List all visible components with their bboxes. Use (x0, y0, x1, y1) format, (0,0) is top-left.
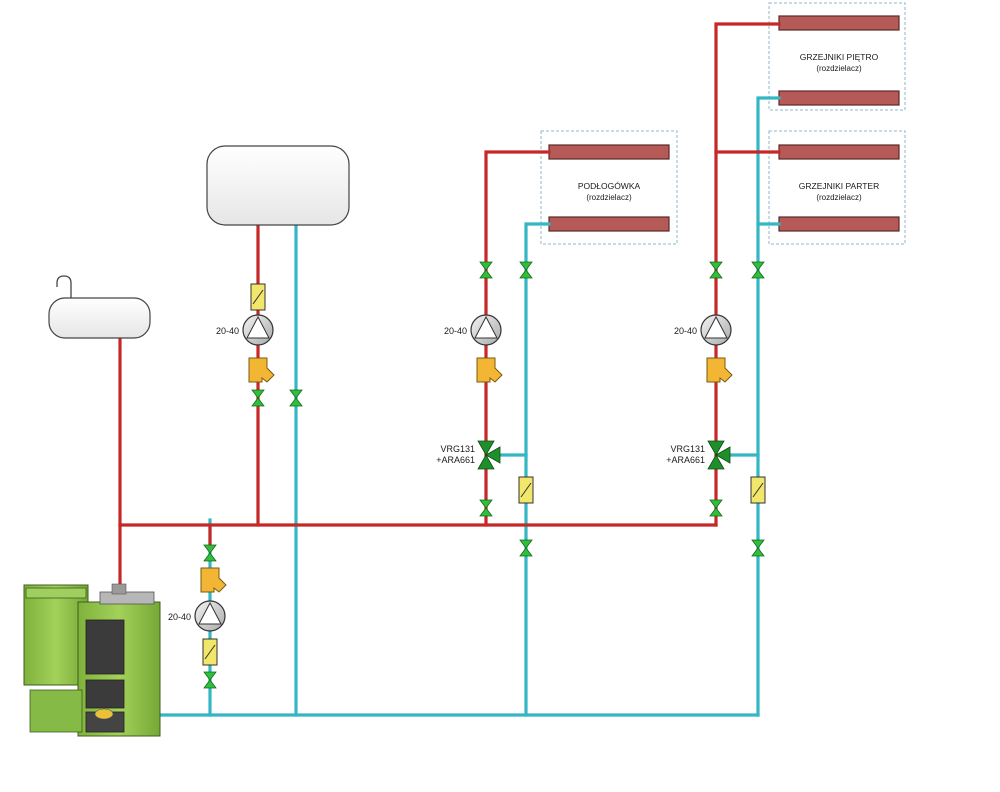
valve-triangle-side (485, 446, 501, 464)
dhw-storage-tank (206, 145, 350, 226)
pump-arrow (704, 315, 728, 339)
radiator-mixing-valve: VRG131 +ARA661 (666, 440, 731, 470)
underfloor-mixing-valve: VRG131 +ARA661 (436, 440, 501, 470)
flowmeter-icon (750, 476, 766, 504)
zone-ground-floor-border (768, 130, 906, 245)
dhw-circuit-pump: 20-40 (216, 314, 274, 346)
strainer-body (706, 357, 733, 383)
radiator-return-pipe (756, 96, 781, 717)
strainer-body (476, 357, 503, 383)
boiler-pump-label: 20-40 (168, 612, 191, 622)
floor-pump-label: 20-40 (444, 326, 467, 336)
flowmeter-icon (518, 476, 534, 504)
ball-valve-icon (709, 499, 723, 517)
ground-floor-return-manifold (778, 216, 900, 232)
ball-valve-icon (751, 261, 765, 279)
boiler-logo-badge (94, 708, 114, 720)
boiler-hopper (23, 584, 89, 686)
ball-valve-icon (251, 389, 265, 407)
tank-icon (206, 145, 350, 226)
zone-upper-floor-title: GRZEJNIKI PIĘTRO (800, 52, 879, 62)
supply-pipes (118, 22, 781, 597)
floor-valve-label-line1: VRG131 (440, 444, 475, 454)
valve-triangle-bottom (477, 454, 495, 470)
flowmeter-slash (752, 482, 764, 498)
radiator-valve-label-line2: +ARA661 (666, 455, 705, 465)
underfloor-supply-manifold (548, 144, 670, 160)
strainer-body (200, 567, 227, 593)
ball-valve-icon (479, 499, 493, 517)
flowmeter-slash (252, 289, 264, 305)
flowmeter-slash (520, 482, 532, 498)
ball-valves (203, 261, 765, 689)
underfloor-return-manifold (548, 216, 670, 232)
tank-icon (48, 297, 151, 339)
zone-underfloor: PODŁOGÓWKA (rozdzielacz) (540, 130, 678, 245)
zone-underfloor-border (540, 130, 678, 245)
ball-valve-icon (709, 261, 723, 279)
ball-valve-icon (519, 539, 533, 557)
boiler-top-controls (99, 591, 155, 605)
zone-ground-floor-title: GRZEJNIKI PARTER (799, 181, 879, 191)
upper-floor-return-manifold (778, 90, 900, 106)
boiler-chimney-stub (111, 583, 127, 595)
zone-upper-floor-border (768, 2, 906, 111)
flowmeter-icon (250, 283, 266, 311)
zone-upper-floor-subtitle: (rozdzielacz) (816, 64, 862, 73)
boiler-upper-door (85, 619, 125, 675)
zone-upper-floor: GRZEJNIKI PIĘTRO (rozdzielacz) (768, 2, 906, 111)
ball-valve-icon (479, 261, 493, 279)
strainer-icon (706, 357, 733, 383)
three-way-valve-icon (707, 440, 731, 470)
underfloor-supply-pipe (484, 150, 551, 527)
underfloor-circuit-pump: 20-40 (444, 314, 502, 346)
ball-valve-icon (289, 389, 303, 407)
zone-underfloor-subtitle: (rozdzielacz) (586, 193, 632, 202)
flowmeter-slash (204, 644, 216, 660)
zone-ground-floor-subtitle: (rozdzielacz) (816, 193, 862, 202)
radiator-pump-label: 20-40 (674, 326, 697, 336)
zone-ground-floor: GRZEJNIKI PARTER (rozdzielacz) (768, 130, 906, 245)
dhw-pump-label: 20-40 (216, 326, 239, 336)
ball-valve-icon (751, 539, 765, 557)
three-way-valve-icon (477, 440, 501, 470)
valve-triangle-bottom (707, 454, 725, 470)
strainer-icon (248, 357, 275, 383)
zone-underfloor-title: PODŁOGÓWKA (578, 181, 641, 191)
valve-triangle-top (477, 440, 495, 456)
boiler-side-panel (29, 689, 83, 733)
ball-valve-icon (203, 544, 217, 562)
strainer-icon (200, 567, 227, 593)
ground-floor-supply-manifold (778, 144, 900, 160)
ball-valve-icon (519, 261, 533, 279)
boiler-lower-door (85, 679, 125, 709)
strainer-body (248, 357, 275, 383)
boiler-circuit-pump: 20-40 (168, 600, 226, 632)
pump-arrow (198, 601, 222, 625)
strainer-icon (476, 357, 503, 383)
ball-valve-icon (203, 671, 217, 689)
expansion-vessel (48, 275, 151, 339)
boiler-hopper-lid (25, 587, 87, 599)
floor-valve-label-line2: +ARA661 (436, 455, 475, 465)
boiler (23, 583, 161, 737)
flowmeter-icon (202, 638, 218, 666)
valve-triangle-side (715, 446, 731, 464)
pump-arrow (246, 315, 270, 339)
underfloor-return-pipe (524, 222, 551, 717)
valve-triangle-top (707, 440, 725, 456)
pump-arrow (474, 315, 498, 339)
radiator-circuit-pump: 20-40 (674, 314, 732, 346)
radiator-valve-label-line1: VRG131 (670, 444, 705, 454)
vent-pipe-icon (56, 275, 72, 300)
upper-floor-supply-manifold (778, 15, 900, 31)
